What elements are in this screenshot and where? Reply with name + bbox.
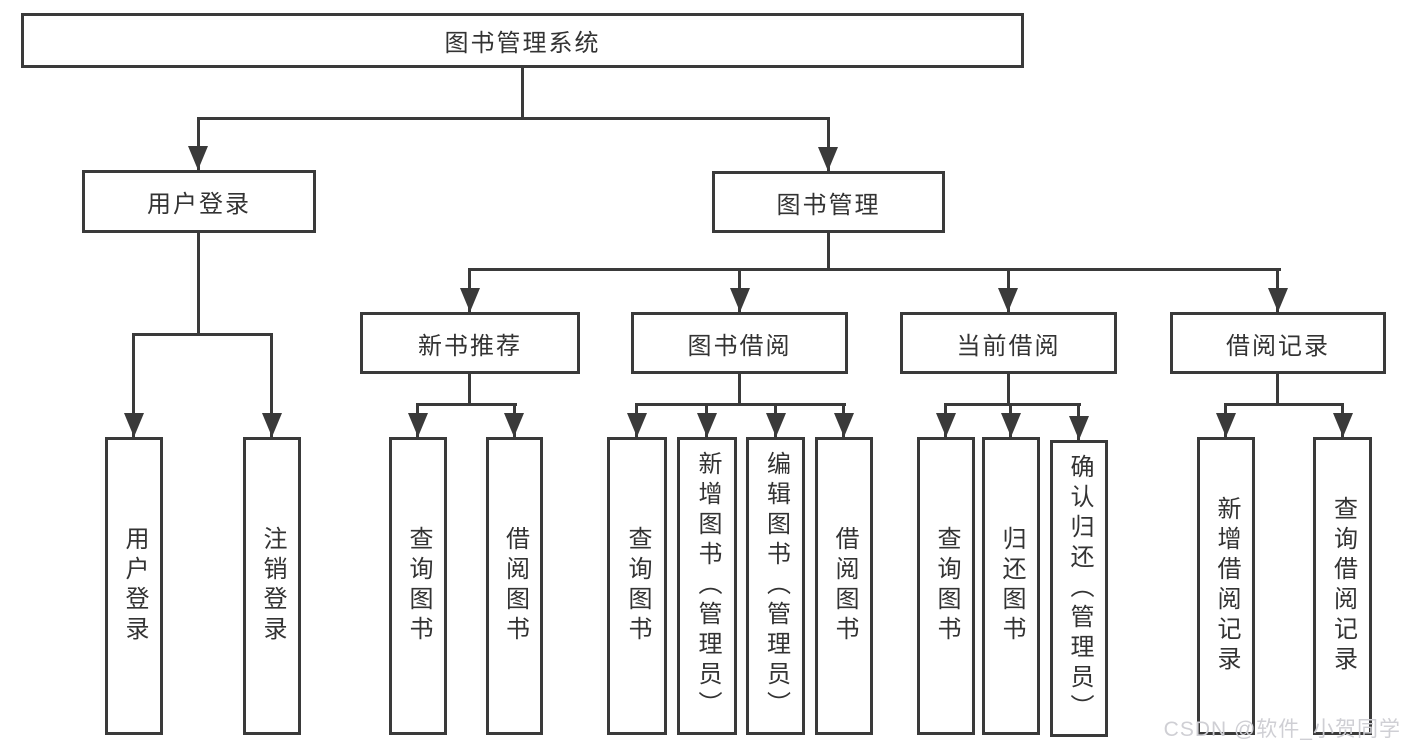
node-library-management-system: 图书管理系统 — [21, 13, 1024, 68]
node-current-borrowing: 当前借阅 — [900, 312, 1117, 374]
watermark: CSDN @软件_小贺同学 — [1163, 718, 1401, 741]
leaf-logout: 注销登录 — [243, 437, 301, 735]
connector-arrowhead — [766, 413, 786, 437]
connector-arrowhead — [936, 413, 956, 437]
node-label: 确认归还（管理员） — [1066, 453, 1093, 724]
leaf-br-add-record: 新增借阅记录 — [1197, 437, 1255, 735]
connector-arrowhead — [124, 413, 144, 437]
connector-line — [197, 233, 200, 336]
node-book-borrowing: 图书借阅 — [631, 312, 848, 374]
leaf-cb-return-books: 归还图书 — [982, 437, 1040, 735]
node-label: 图书借阅 — [687, 332, 792, 360]
node-label: 图书管理 — [776, 191, 881, 219]
node-new-book-recommend: 新书推荐 — [360, 312, 580, 374]
connector-line — [827, 117, 830, 171]
connector-arrowhead — [730, 288, 750, 312]
connector-arrowhead — [408, 413, 428, 437]
node-label: 新书推荐 — [418, 332, 522, 360]
connector-arrowhead — [1069, 416, 1089, 440]
connector-arrowhead — [460, 288, 480, 312]
node-book-management: 图书管理 — [712, 171, 945, 233]
connector-line — [635, 403, 846, 406]
connector-arrowhead — [1001, 413, 1021, 437]
node-label: 查询图书 — [933, 526, 960, 646]
node-label: 归还图书 — [998, 526, 1025, 646]
connector-line — [468, 268, 1281, 271]
node-label: 借阅图书 — [831, 526, 858, 646]
connector-line — [468, 374, 471, 406]
connector-line — [1225, 403, 1344, 406]
connector-line — [521, 68, 524, 120]
node-borrowing-records: 借阅记录 — [1170, 312, 1386, 374]
connector-arrowhead — [1216, 413, 1236, 437]
connector-line — [738, 374, 741, 406]
connector-arrowhead — [1333, 413, 1353, 437]
leaf-bb-borrow-books: 借阅图书 — [815, 437, 873, 735]
node-label: 图书管理系统 — [444, 30, 601, 57]
node-label: 查询图书 — [624, 526, 651, 646]
connector-line — [132, 333, 273, 336]
node-label: 当前借阅 — [956, 332, 1061, 360]
connector-line — [417, 403, 517, 406]
leaf-cb-query-books: 查询图书 — [917, 437, 975, 735]
leaf-user-login: 用户登录 — [105, 437, 163, 735]
connector-arrowhead — [262, 413, 282, 437]
connector-arrowhead — [504, 413, 524, 437]
node-label: 新增图书（管理员） — [694, 451, 721, 721]
connector-line — [197, 117, 200, 170]
connector-line — [197, 117, 830, 120]
node-label: 查询图书 — [405, 526, 432, 646]
leaf-bb-edit-books-admin: 编辑图书（管理员） — [746, 437, 805, 735]
leaf-cb-confirm-return-admin: 确认归还（管理员） — [1050, 440, 1108, 737]
node-label: 新增借阅记录 — [1213, 496, 1240, 676]
leaf-bb-query-books: 查询图书 — [607, 437, 667, 735]
node-label: 编辑图书（管理员） — [762, 451, 790, 721]
connector-line — [827, 233, 830, 271]
connector-arrowhead — [818, 147, 838, 171]
node-label: 用户登录 — [147, 191, 251, 218]
node-label: 借阅图书 — [501, 526, 529, 646]
connector-line — [944, 403, 1081, 406]
leaf-br-query-record: 查询借阅记录 — [1313, 437, 1372, 735]
connector-arrowhead — [188, 146, 208, 170]
connector-arrowhead — [998, 288, 1018, 312]
node-label: 查询借阅记录 — [1329, 496, 1357, 676]
connector-arrowhead — [697, 413, 717, 437]
connector-arrowhead — [627, 413, 647, 437]
leaf-nbr-borrow-books: 借阅图书 — [486, 437, 543, 735]
connector-line — [132, 333, 135, 437]
leaf-bb-add-books-admin: 新增图书（管理员） — [677, 437, 737, 735]
connector-line — [1276, 374, 1279, 406]
connector-arrowhead — [1268, 288, 1288, 312]
connector-arrowhead — [834, 413, 854, 437]
leaf-nbr-query-books: 查询图书 — [389, 437, 447, 735]
node-label: 借阅记录 — [1226, 332, 1330, 360]
node-user-login: 用户登录 — [82, 170, 316, 233]
node-label: 注销登录 — [259, 526, 286, 646]
connector-line — [270, 333, 273, 437]
connector-line — [1007, 374, 1010, 406]
node-label: 用户登录 — [121, 526, 148, 646]
